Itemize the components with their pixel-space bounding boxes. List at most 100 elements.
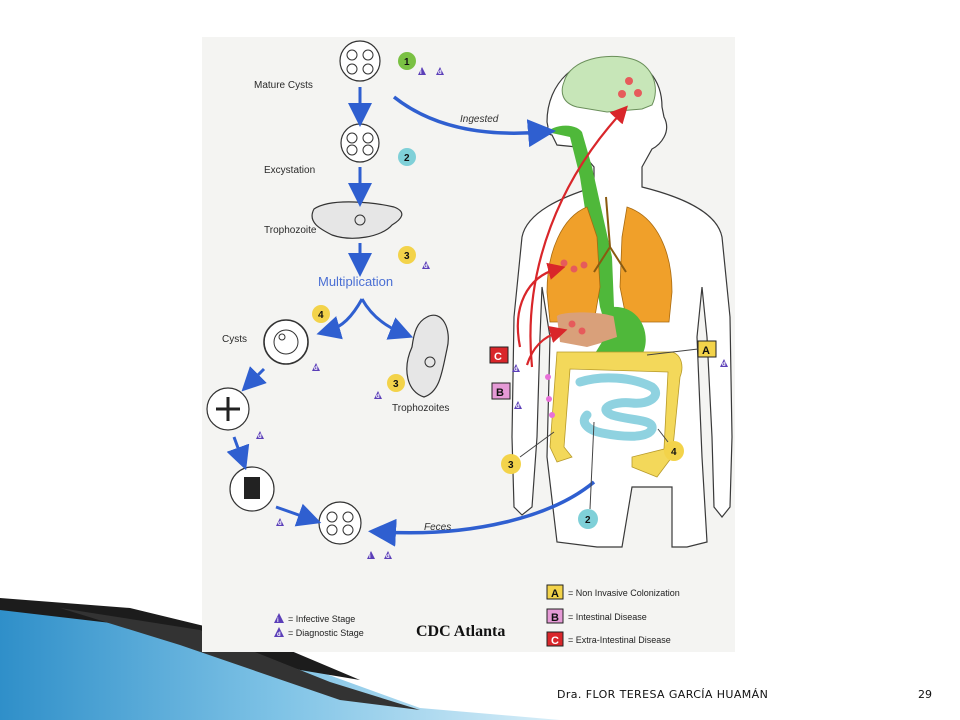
stage-3-circle <box>398 246 416 264</box>
site-c-box <box>489 346 509 364</box>
legend-site-c: C = Extra-Intestinal Disease <box>546 631 671 647</box>
spread-arrow-liver <box>525 326 568 366</box>
liver-lesion <box>578 327 586 335</box>
stage-3-number: 3 <box>508 460 514 471</box>
large-intestine <box>549 351 683 478</box>
excystation-label: Excystation <box>264 165 315 176</box>
diagnostic-triangle: d <box>256 431 264 440</box>
svg-text:i: i <box>277 618 279 624</box>
svg-text:A: A <box>551 588 559 600</box>
diagnostic-triangle: d <box>514 401 522 410</box>
spread-arrow-brain <box>529 105 628 368</box>
cdc-credit: CDC Atlanta <box>416 623 505 640</box>
colon-ulcer <box>546 396 552 402</box>
svg-text:d: d <box>424 264 428 270</box>
lung-lesion <box>580 261 588 269</box>
svg-text:d: d <box>516 404 520 410</box>
cycle-arrow <box>275 503 322 527</box>
footer-author: Dra. FLOR TERESA GARCÍA HUAMÁN <box>557 688 769 701</box>
trophozoite-drawing <box>311 201 403 239</box>
lifecycle-figure: Ingested Feces Mature Cysts Excystation <box>202 37 735 652</box>
svg-text:d: d <box>376 394 380 400</box>
lung-lesion <box>560 259 568 267</box>
slide-decoration <box>0 598 560 720</box>
stage-1-circle <box>398 52 416 70</box>
stage-1-number: 1 <box>404 57 410 68</box>
svg-text:d: d <box>514 367 518 373</box>
stage-2-circle <box>398 148 416 166</box>
svg-text:= Non Invasive Colonization: = Non Invasive Colonization <box>568 588 680 598</box>
cysts-label: Cysts <box>222 334 247 345</box>
diagnostic-triangle: d <box>384 551 392 560</box>
site-a-letter: A <box>702 345 710 357</box>
pointer-line <box>519 431 555 458</box>
svg-text:= Extra-Intestinal Disease: = Extra-Intestinal Disease <box>568 635 671 645</box>
svg-text:= Intestinal Disease: = Intestinal Disease <box>568 612 647 622</box>
body-outline <box>511 56 733 548</box>
stage-4-circle <box>664 441 684 461</box>
mature-cyst-bottom <box>318 501 362 545</box>
legend-infective: i = Infective Stage <box>274 613 355 624</box>
stage-2-number: 2 <box>585 515 591 526</box>
liver-lesion <box>568 320 576 328</box>
svg-text:C: C <box>551 635 559 647</box>
svg-text:i: i <box>420 70 422 76</box>
svg-text:B: B <box>551 612 559 624</box>
site-b-letter: B <box>496 387 504 399</box>
svg-text:d: d <box>438 70 442 76</box>
svg-text:d: d <box>278 521 282 527</box>
trophozoite-label: Trophozoite <box>264 225 317 236</box>
infective-triangle: i <box>367 551 375 560</box>
trophozoites-drawing <box>406 314 449 398</box>
trophozoite-nucleus <box>354 214 366 226</box>
decor-dark-stripe-2 <box>60 608 420 710</box>
trophozoites-label: Trophozoites <box>392 403 449 414</box>
stage-2-circle <box>578 509 598 529</box>
human-body <box>511 55 733 548</box>
site-c-letter: C <box>494 351 502 363</box>
svg-text:d: d <box>722 362 726 368</box>
legend-site-a: A = Non Invasive Colonization <box>546 584 680 600</box>
colon-ulcer <box>545 374 551 380</box>
diagnostic-triangle: d <box>312 363 320 372</box>
diagnostic-triangle: d <box>436 67 444 76</box>
multiplication-label: Multiplication <box>318 274 393 289</box>
diagnostic-triangle: d <box>720 359 728 368</box>
footer-page-number: 29 <box>918 688 932 701</box>
trachea <box>593 196 627 273</box>
stage-3-number: 3 <box>393 379 399 390</box>
brain-lesion <box>625 77 633 85</box>
ingested-label: Ingested <box>460 114 499 125</box>
brain-lesion <box>634 89 642 97</box>
brain <box>561 55 656 113</box>
small-intestine <box>575 373 660 441</box>
esophagus <box>547 125 622 342</box>
stage-4-number: 4 <box>318 310 324 321</box>
svg-text:= Infective Stage: = Infective Stage <box>288 614 355 624</box>
spread-arrow-lung <box>516 262 566 348</box>
stage-4-number: 4 <box>671 447 677 458</box>
stage-3-number: 3 <box>404 251 410 262</box>
site-b-box <box>491 382 511 400</box>
ingested-arrow <box>392 95 556 148</box>
cycle-arrow <box>241 366 267 392</box>
feces-arrow <box>368 480 596 547</box>
cyst-mid <box>206 387 250 431</box>
pointer-line <box>657 428 669 443</box>
svg-text:= Diagnostic Stage: = Diagnostic Stage <box>288 628 364 638</box>
lung-lesion <box>570 265 578 273</box>
mature-cyst-top <box>339 40 381 82</box>
stage-4-circle <box>312 305 330 323</box>
diagnostic-triangle: d <box>422 261 430 270</box>
cyst-lower <box>229 466 275 512</box>
colon-ulcer <box>549 412 555 418</box>
diagnostic-triangle: d <box>512 364 520 373</box>
stage-3-circle <box>387 374 405 392</box>
excystation-cyst <box>340 123 380 163</box>
stage-2-number: 2 <box>404 153 410 164</box>
svg-text:d: d <box>277 632 281 638</box>
diagnostic-triangle: d <box>276 518 284 527</box>
cyst-left <box>263 319 309 365</box>
stomach <box>594 306 646 364</box>
